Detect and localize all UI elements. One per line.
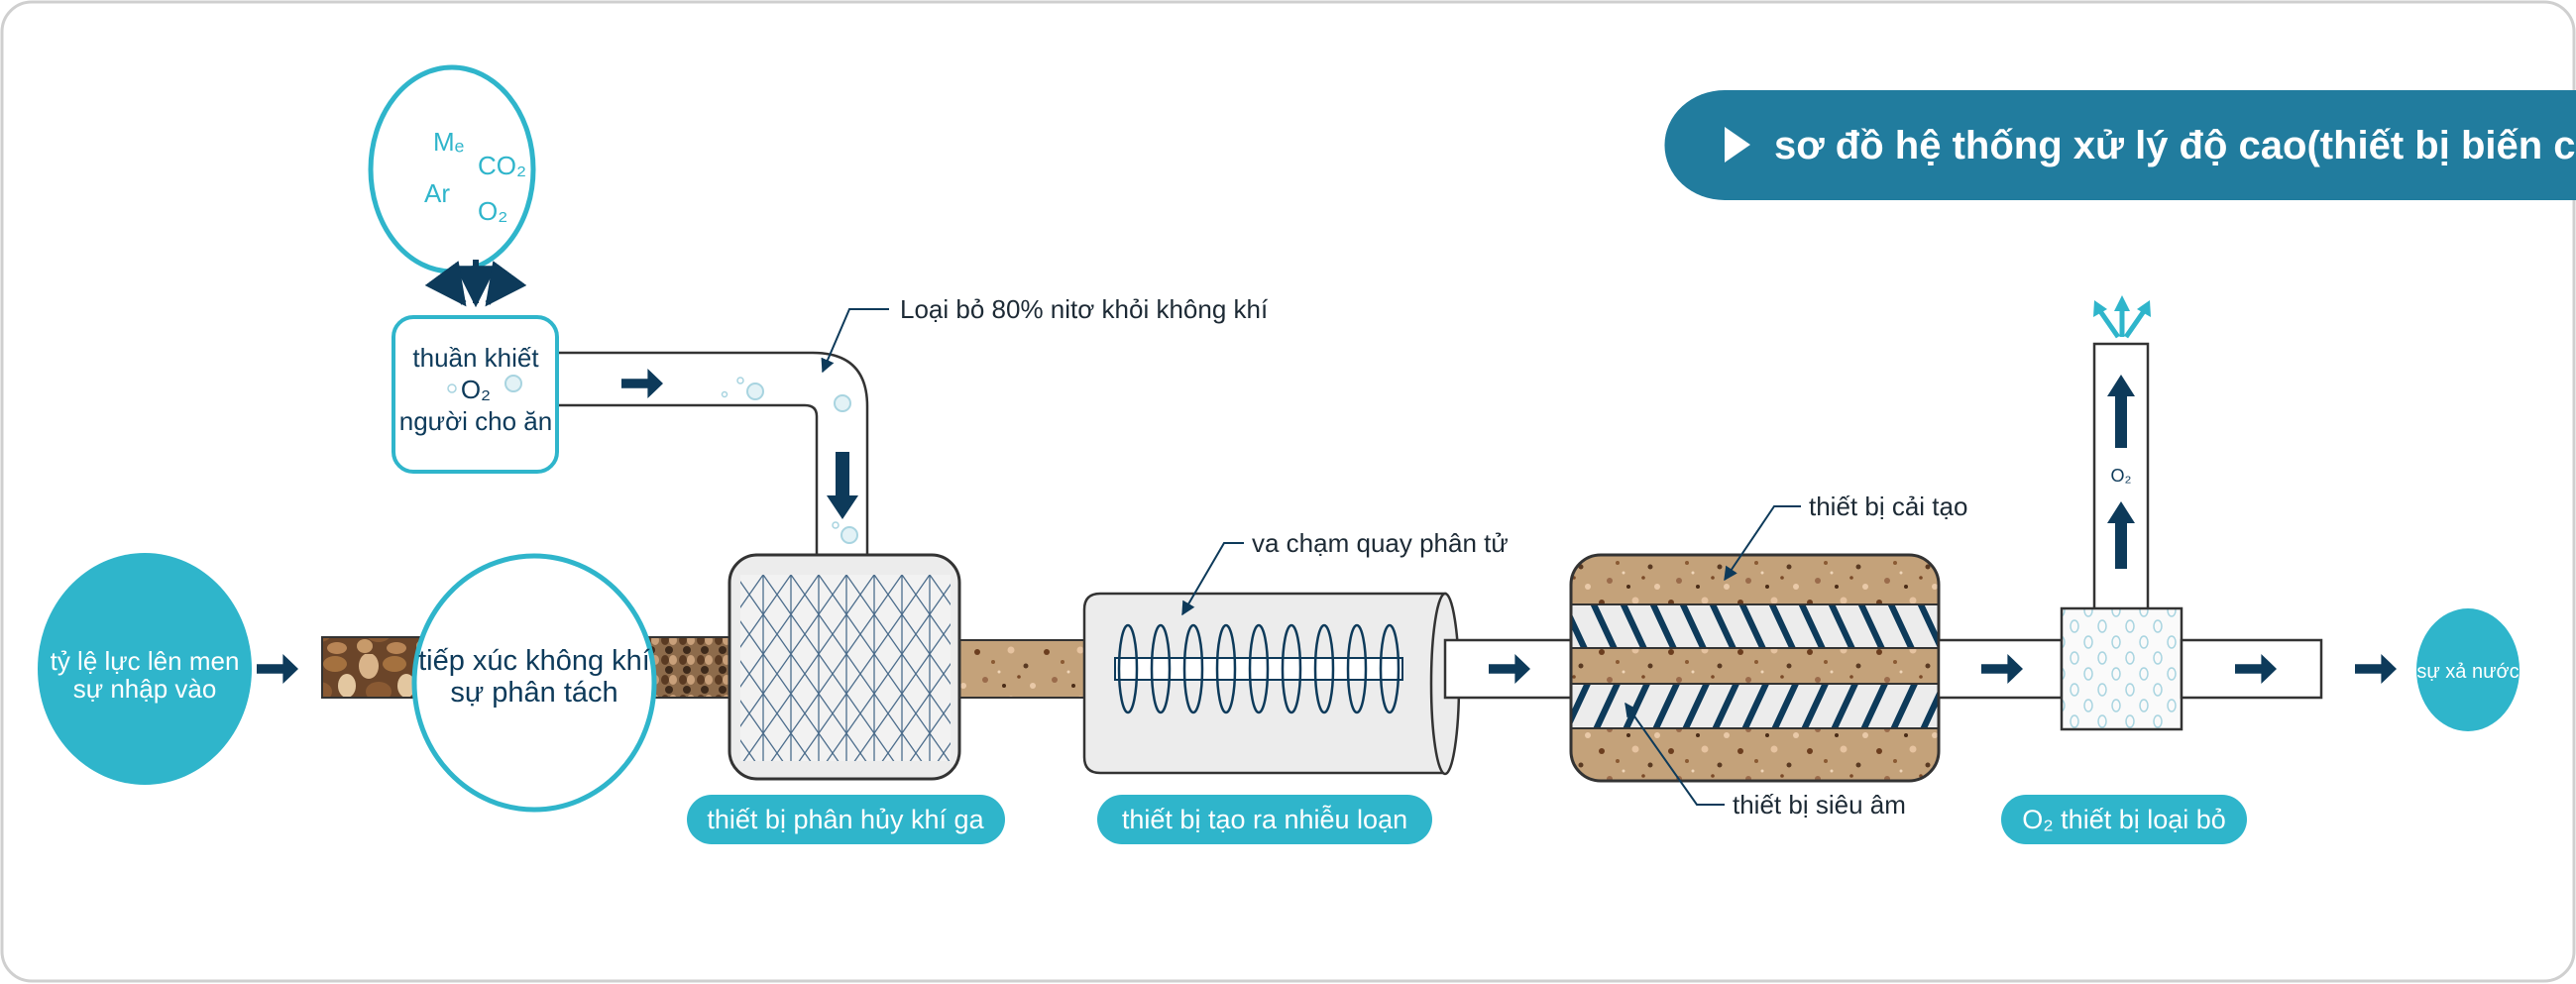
up-arrow-icon [2107,501,2135,569]
spiral-coil [1117,623,1400,714]
contact-line2: sự phân tách [450,677,617,709]
ultrasonic-note-text: thiết bị siêu âm [1733,790,1906,820]
molecule-note-text: va chạm quay phân tử [1252,528,1509,558]
gas-me: Mₑ [433,127,464,157]
page-title: sơ đồ hệ thống xử lý độ cao(thiết bị biế… [1774,124,2576,167]
remodeling-device [1569,553,1941,783]
gas-mixture-circle: Mₑ CO₂ Ar O₂ [368,64,536,274]
pill-gas-decomposer: thiết bị phân hủy khí ga [687,795,1005,844]
nitrogen-note-text: Loại bỏ 80% nitơ khỏi không khí [900,294,1269,324]
ultrasonic-note: thiết bị siêu âm [1624,702,1906,820]
pill-o2-remover-text: O₂ thiết bị loại bỏ [2022,805,2226,834]
o2-chimney: O₂ [2092,342,2150,611]
output-circle: sự xả nước [2416,608,2520,731]
title-banner: sơ đồ hệ thống xử lý độ cao(thiết bị biế… [1664,90,2576,200]
input-circle: tỷ lệ lực lên men sự nhập vào [38,553,252,785]
output-text: sự xả nước [2416,661,2519,683]
gas-decomposer-device [728,553,961,781]
gas-ar: Ar [424,178,450,208]
contact-line1: tiếp xúc không khí [418,645,650,677]
pill-turbulence-text: thiết bị tạo ra nhiễu loạn [1122,804,1407,834]
release-arrows-icon [2093,295,2151,339]
o2-remover-device [2060,606,2184,731]
down-arrow-icon [827,452,858,519]
chimney-o2-label: O₂ [2111,466,2132,486]
feeder-box: thuần khiết O₂ người cho ăn [392,315,559,474]
turbulence-device [1082,592,1461,776]
pill-o2-remover: O₂ thiết bị loại bỏ [2001,795,2247,844]
feeder-line2: O₂ [461,375,491,404]
feeder-line1: thuần khiết [412,343,539,373]
play-icon [1725,127,1750,163]
input-line2: sự nhập vào [73,674,217,704]
converge-arrows-icon [424,260,527,308]
remodel-note: thiết bị cải tạo [1724,492,1967,582]
contact-separation-circle: tiếp xúc không khí sự phân tách [411,553,657,813]
grain-pipe [643,636,734,699]
pill-gas-decomposer-text: thiết bị phân hủy khí ga [707,805,984,834]
molecule-note: va chạm quay phân tử [1181,528,1509,616]
input-line1: tỷ lệ lực lên men [51,646,240,676]
gas-o2: O₂ [478,196,507,226]
pill-turbulence: thiết bị tạo ra nhiễu loạn [1097,795,1432,844]
soil-pipe [956,639,1089,699]
remodel-note-text: thiết bị cải tạo [1809,492,1967,521]
up-arrow-icon [2107,375,2135,448]
gas-co2: CO₂ [478,151,526,180]
nitrogen-note: Loại bỏ 80% nitơ khỏi không khí [821,294,1269,374]
feeder-line3: người cho ăn [399,406,552,436]
